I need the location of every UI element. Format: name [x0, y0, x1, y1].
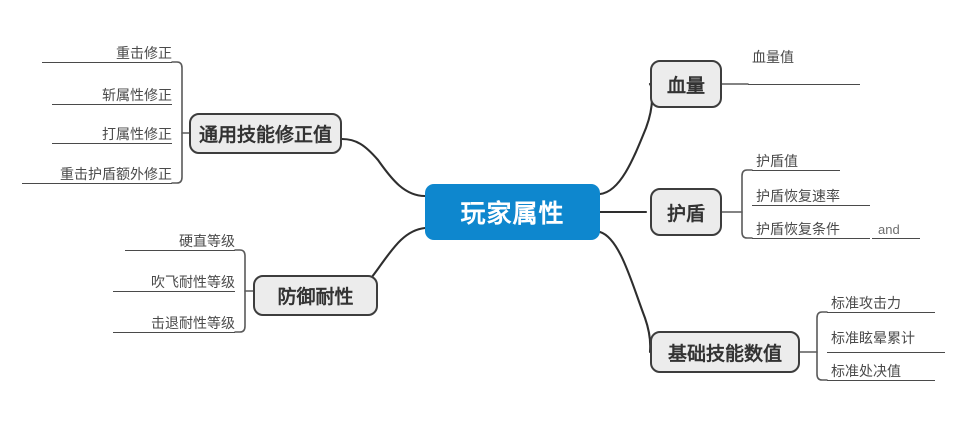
leaf-node-and[interactable]: and: [878, 222, 900, 237]
leaf-node-护盾恢复速率[interactable]: 护盾恢复速率: [756, 187, 876, 209]
leaf-node-标准眩晕累计[interactable]: 标准眩晕累计: [831, 329, 951, 351]
and-underline: [872, 238, 920, 239]
leaf-underline: [52, 143, 172, 144]
leaf-node-重击修正[interactable]: 重击修正: [42, 44, 172, 66]
leaf-label: 标准攻击力: [831, 295, 901, 311]
leaf-node-标准攻击力[interactable]: 标准攻击力: [831, 294, 941, 316]
leaf-label: 血量值: [752, 49, 794, 65]
leaf-underline: [827, 312, 935, 313]
leaf-node-重击护盾额外修正[interactable]: 重击护盾额外修正: [22, 165, 172, 187]
bracket-shield: [741, 169, 753, 239]
aux-label: and: [878, 222, 900, 237]
bracket-base-skill-values: [816, 311, 828, 381]
leaf-label: 标准眩晕累计: [831, 330, 915, 346]
leaf-underline: [113, 332, 235, 333]
leaf-node-斩属性修正[interactable]: 斩属性修正: [52, 86, 172, 108]
leaf-underline: [125, 250, 235, 251]
branch-label-shield: 护盾: [666, 203, 705, 225]
link-root-health: [598, 82, 654, 196]
leaf-label: 护盾值: [756, 153, 798, 169]
root-node-label: 玩家属性: [460, 200, 565, 228]
leaf-label: 硬直等级: [179, 233, 235, 249]
leaf-node-硬直等级[interactable]: 硬直等级: [125, 232, 235, 254]
leaf-underline: [42, 62, 172, 63]
root-node[interactable]: 玩家属性: [425, 184, 600, 240]
leaf-node-标准处决值[interactable]: 标准处决值: [831, 362, 941, 384]
branch-node-shield[interactable]: 护盾: [650, 188, 722, 236]
leaf-node-血量值[interactable]: 血量值: [752, 48, 862, 70]
branch-node-health[interactable]: 血量: [650, 60, 722, 108]
leaf-label: 护盾恢复条件: [756, 221, 840, 237]
branch-label-health: 血量: [666, 75, 705, 97]
leaf-node-护盾恢复条件[interactable]: 护盾恢复条件: [756, 220, 876, 242]
leaf-underline: [22, 183, 172, 184]
branch-label-base-skill-values: 基础技能数值: [667, 343, 782, 365]
link-root-general-skill-modifier: [340, 137, 427, 198]
bracket-defense-resistance: [234, 249, 246, 333]
leaf-label: 斩属性修正: [102, 87, 172, 103]
leaf-label: 重击护盾额外修正: [60, 166, 172, 182]
leaf-underline: [752, 238, 870, 239]
leaf-underline: [52, 104, 172, 105]
branch-label-defense-resistance: 防御耐性: [277, 287, 354, 308]
leaf-underline: [827, 352, 945, 353]
leaf-underline: [752, 205, 870, 206]
leaf-label: 护盾恢复速率: [756, 188, 840, 204]
leaf-label: 击退耐性等级: [151, 315, 235, 331]
leaf-label: 重击修正: [116, 45, 172, 61]
leaf-node-吹飞耐性等级[interactable]: 吹飞耐性等级: [113, 273, 235, 295]
branch-node-general-skill-modifier[interactable]: 通用技能修正值: [189, 113, 342, 154]
leaf-node-护盾值[interactable]: 护盾值: [756, 152, 866, 174]
leaf-underline: [113, 291, 235, 292]
leaf-node-击退耐性等级[interactable]: 击退耐性等级: [113, 314, 235, 336]
leaf-underline: [748, 84, 860, 85]
leaf-node-打属性修正[interactable]: 打属性修正: [52, 125, 172, 147]
link-root-base-skill-values: [598, 230, 652, 354]
bracket-general-skill-modifier: [171, 61, 183, 184]
leaf-label: 吹飞耐性等级: [151, 274, 235, 290]
leaf-underline: [827, 380, 935, 381]
leaf-underline: [752, 170, 840, 171]
leaf-label: 标准处决值: [831, 363, 901, 379]
branch-node-defense-resistance[interactable]: 防御耐性: [253, 275, 378, 316]
leaf-label: 打属性修正: [102, 126, 172, 142]
branch-label-general-skill-modifier: 通用技能修正值: [198, 125, 332, 146]
branch-node-base-skill-values[interactable]: 基础技能数值: [650, 331, 800, 373]
